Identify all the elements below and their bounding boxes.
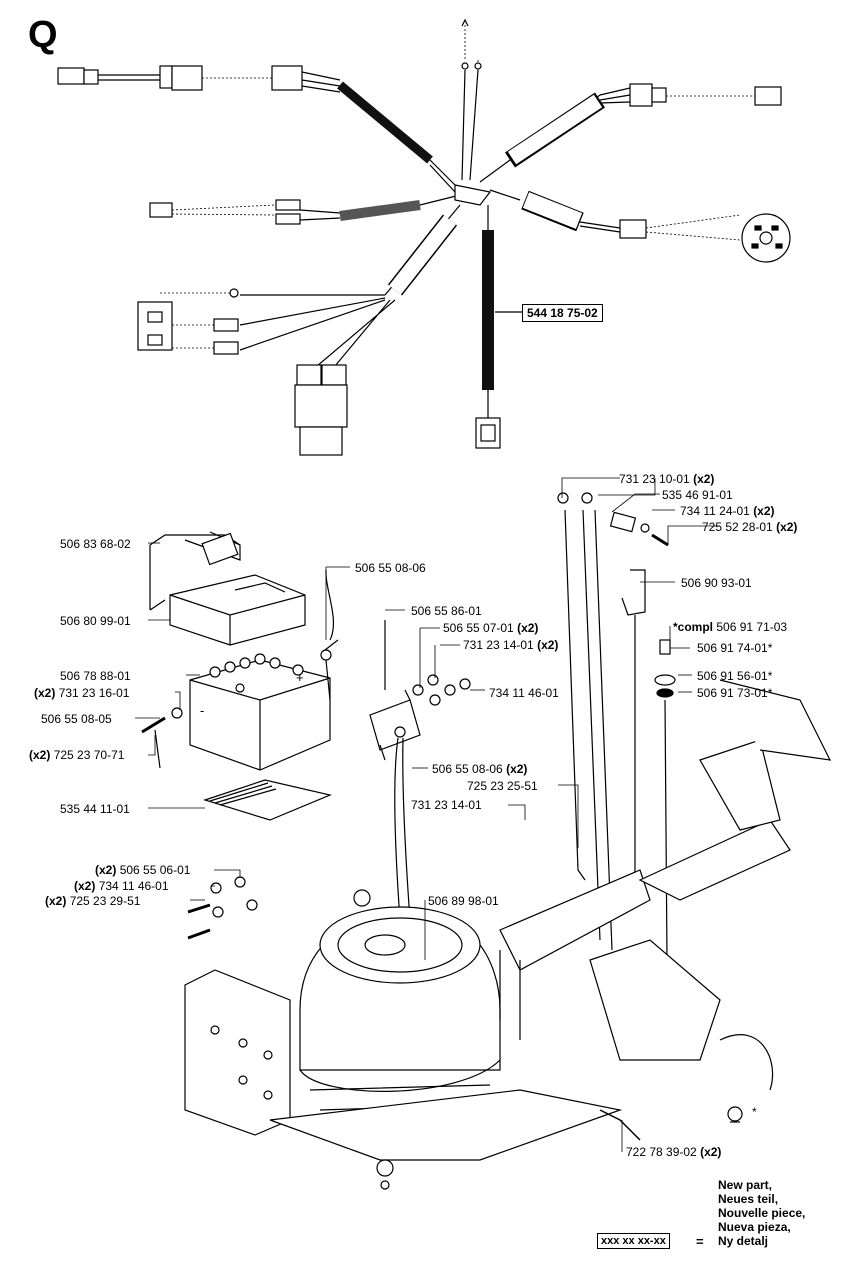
part-number: 725 23 25-51 bbox=[467, 779, 538, 793]
part-label: 506 90 93-01 bbox=[681, 576, 752, 590]
legend-equals: = bbox=[696, 1234, 704, 1249]
part-label: 506 80 99-01 bbox=[60, 614, 131, 628]
part-label: 535 46 91-01 bbox=[662, 488, 733, 502]
part-quantity: (x2) bbox=[34, 686, 56, 700]
part-label: (x2) 725 23 70-71 bbox=[29, 748, 124, 762]
legend-line: New part, bbox=[718, 1178, 773, 1192]
part-quantity: (x2) bbox=[506, 762, 528, 776]
part-number: 731 23 16-01 bbox=[58, 686, 130, 700]
legend-line: Nueva pieza, bbox=[718, 1220, 791, 1234]
section-letter: Q bbox=[28, 14, 58, 56]
solenoid-assembly bbox=[369, 620, 471, 921]
part-quantity: (x2) bbox=[74, 879, 96, 893]
part-number: 535 44 11-01 bbox=[60, 802, 130, 816]
part-number: 722 78 39-02 bbox=[626, 1145, 697, 1159]
part-label: 506 83 68-02 bbox=[60, 537, 131, 551]
part-label: 731 23 10-01 (x2) bbox=[619, 472, 714, 486]
legend-line: Ny detalj bbox=[718, 1234, 769, 1248]
leader-lines bbox=[135, 477, 720, 1152]
wiring-harness bbox=[57, 18, 791, 456]
compl-prefix: *compl bbox=[673, 620, 714, 634]
svg-text:-: - bbox=[200, 703, 204, 718]
part-label: 731 23 14-01 bbox=[411, 798, 482, 812]
part-label: 722 78 39-02 (x2) bbox=[626, 1145, 721, 1159]
part-number: 725 23 29-51 bbox=[69, 894, 141, 908]
legend-line: Nouvelle piece, bbox=[718, 1206, 806, 1220]
chassis-engine bbox=[184, 679, 832, 1190]
part-quantity: (x2) bbox=[517, 621, 539, 635]
starred-part-label: 506 91 73-01* bbox=[697, 686, 773, 700]
part-quantity: (x2) bbox=[29, 748, 51, 762]
part-number: 506 90 93-01 bbox=[681, 576, 752, 590]
part-label: 506 89 98-01 bbox=[428, 894, 499, 908]
part-label: (x2) 734 11 46-01 bbox=[74, 879, 169, 893]
part-number: 506 55 08-06 bbox=[355, 561, 426, 575]
part-number: 506 83 68-02 bbox=[60, 537, 131, 551]
part-quantity: (x2) bbox=[700, 1145, 722, 1159]
part-label: 731 23 14-01 (x2) bbox=[463, 638, 558, 652]
part-quantity: (x2) bbox=[95, 863, 117, 877]
part-label: (x2) 731 23 16-01 bbox=[34, 686, 129, 700]
svg-text:+: + bbox=[296, 670, 304, 685]
part-label: 725 23 25-51 bbox=[467, 779, 538, 793]
part-number: 506 55 86-01 bbox=[411, 604, 482, 618]
part-number: 506 55 06-01 bbox=[119, 863, 191, 877]
part-number: 725 23 70-71 bbox=[53, 748, 125, 762]
part-label: (x2) 506 55 06-01 bbox=[95, 863, 190, 877]
part-number: 731 23 10-01 bbox=[619, 472, 690, 486]
part-label: 535 44 11-01 bbox=[60, 802, 130, 816]
part-number: 506 80 99-01 bbox=[60, 614, 131, 628]
part-label: 506 78 88-01 bbox=[60, 669, 131, 683]
part-number: 506 55 08-06 bbox=[432, 762, 503, 776]
part-number: 734 11 24-01 bbox=[680, 504, 750, 518]
part-number: 734 11 46-01 bbox=[489, 686, 559, 700]
part-number: 506 89 98-01 bbox=[428, 894, 499, 908]
part-number: 506 91 71-03 bbox=[716, 620, 788, 634]
part-label: 506 55 08-05 bbox=[41, 712, 112, 726]
part-quantity: (x2) bbox=[753, 504, 775, 518]
part-number: 506 78 88-01 bbox=[60, 669, 131, 683]
starred-part-label: 506 91 56-01* bbox=[697, 669, 773, 683]
harness-part-label: 544 18 75-02 bbox=[522, 304, 603, 322]
part-quantity: (x2) bbox=[537, 638, 559, 652]
part-number: 535 46 91-01 bbox=[662, 488, 733, 502]
part-label: 506 55 07-01 (x2) bbox=[443, 621, 538, 635]
part-number: 731 23 14-01 bbox=[411, 798, 482, 812]
part-number: 734 11 46-01 bbox=[98, 879, 169, 893]
rods-and-switch bbox=[557, 492, 676, 961]
part-label: 734 11 46-01 bbox=[489, 686, 559, 700]
legend-line: Neues teil, bbox=[718, 1192, 779, 1206]
new-part-legend: New part, Neues teil, Nouvelle piece, Nu… bbox=[718, 1178, 805, 1248]
part-number: 506 55 08-05 bbox=[41, 712, 112, 726]
part-number: 731 23 14-01 bbox=[463, 638, 534, 652]
part-number: 506 55 07-01 bbox=[443, 621, 514, 635]
part-quantity: (x2) bbox=[45, 894, 67, 908]
part-label: 725 52 28-01 (x2) bbox=[702, 520, 797, 534]
engine-star-mark: * bbox=[752, 1105, 757, 1119]
part-label: 506 55 86-01 bbox=[411, 604, 482, 618]
part-label: (x2) 725 23 29-51 bbox=[45, 894, 140, 908]
hardware-left bbox=[187, 876, 258, 940]
part-label: 506 55 08-06 (x2) bbox=[432, 762, 527, 776]
legend-part-number-box: xxx xx xx-xx bbox=[597, 1233, 670, 1249]
starred-part-label: 506 91 74-01* bbox=[697, 641, 773, 655]
part-quantity: (x2) bbox=[693, 472, 715, 486]
part-quantity: (x2) bbox=[776, 520, 798, 534]
compl-label: *compl 506 91 71-03 bbox=[673, 620, 787, 634]
part-label: 734 11 24-01 (x2) bbox=[680, 504, 775, 518]
battery-assembly: + - bbox=[141, 531, 339, 821]
part-number: 725 52 28-01 bbox=[702, 520, 773, 534]
part-label: 506 55 08-06 bbox=[355, 561, 426, 575]
